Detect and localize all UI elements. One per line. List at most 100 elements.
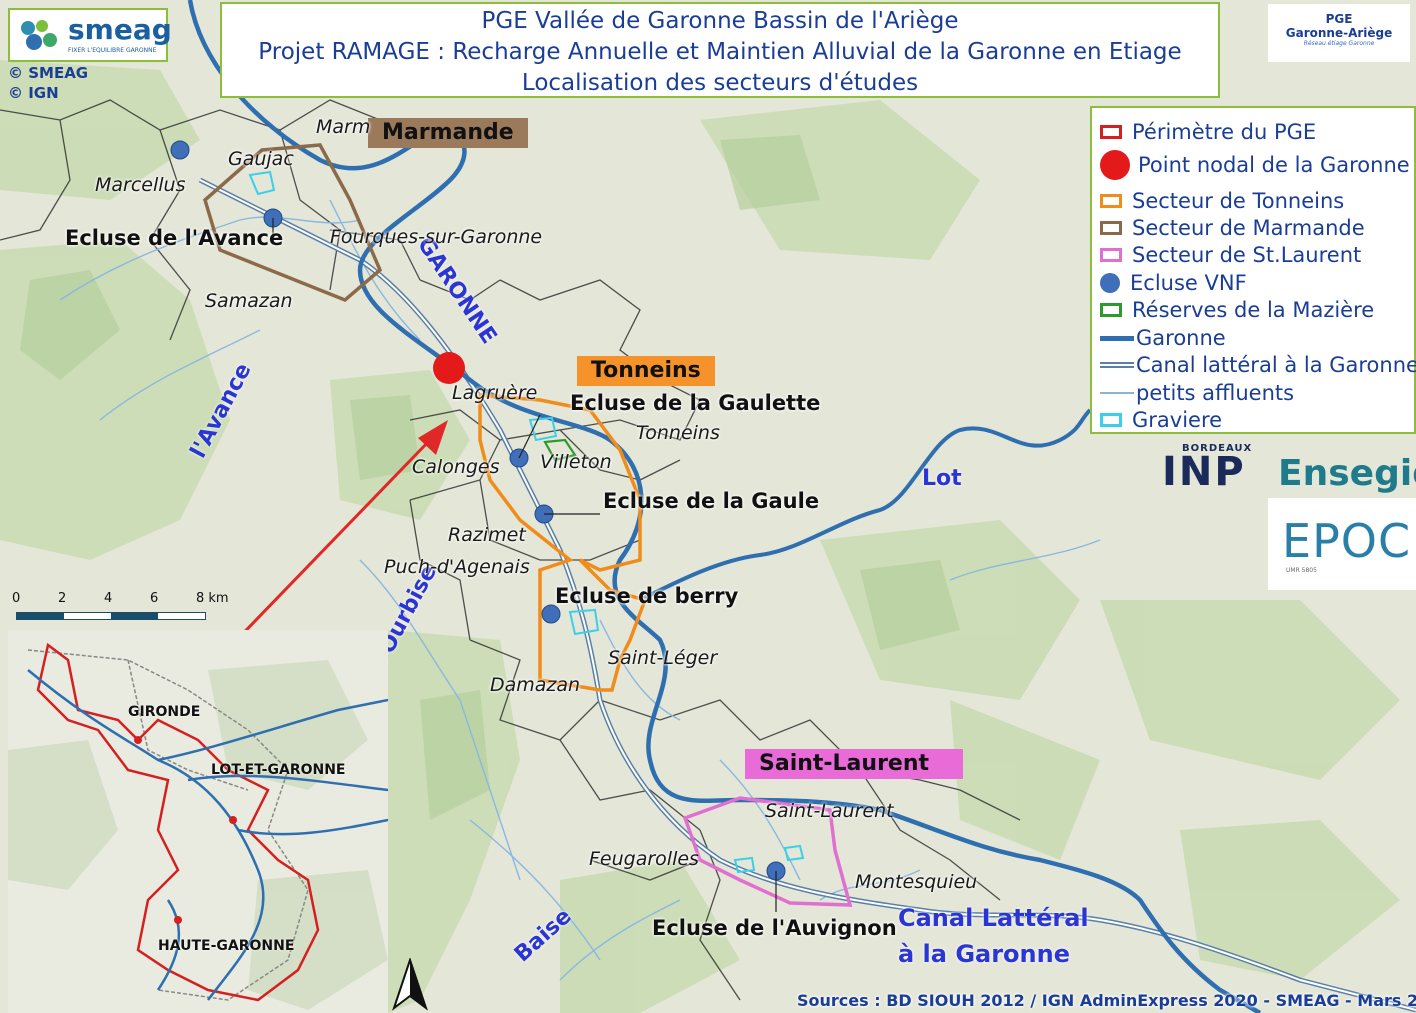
river-label-lot: Lot xyxy=(922,466,962,491)
town-label-lagruere: Lagruère xyxy=(452,382,538,404)
title-line-2: Projet RAMAGE : Recharge Annuelle et Mai… xyxy=(258,39,1182,65)
sector-badge-marmande: Marmande xyxy=(368,118,528,149)
smeag-logo: smeag FIXER L'EQUILIBRE GARONNE xyxy=(8,8,172,62)
title-line-1: PGE Vallée de Garonne Bassin de l'Ariège xyxy=(481,8,959,34)
legend-item: Canal lattéral à la Garonne xyxy=(1100,352,1416,378)
smeag-leaf-icon xyxy=(21,20,57,50)
legend-symbol-icon xyxy=(1100,150,1130,180)
pge-garonne-ariege-logo: PGE Garonne-Ariège Réseau étiage Garonne xyxy=(1268,4,1410,62)
town-label-marm: Marm xyxy=(316,116,371,138)
scale-tick-8km: 8 km xyxy=(196,591,229,606)
scale-tick-4: 4 xyxy=(104,591,113,606)
lock-label-gaulette: Ecluse de la Gaulette xyxy=(570,391,821,415)
scale-tick-6: 6 xyxy=(150,591,159,606)
legend-symbol-icon xyxy=(1100,413,1122,427)
credit-ign: © IGN xyxy=(8,84,59,102)
scale-bar: 0 2 4 6 8 km xyxy=(12,590,229,630)
legend-item-label: Ecluse VNF xyxy=(1130,271,1247,295)
town-label-montesquieu: Montesquieu xyxy=(855,871,978,893)
inp-logo-small-text: BORDEAUX xyxy=(1182,443,1253,454)
point-nodal-dot xyxy=(433,352,465,384)
credit-smeag: © SMEAG xyxy=(8,64,89,82)
town-label-villeton: Villeton xyxy=(540,451,612,473)
legend-symbol-icon xyxy=(1100,194,1122,208)
legend-item-label: Point nodal de la Garonne xyxy=(1138,153,1410,177)
sources-footer: Sources : BD SIOUH 2012 / IGN AdminExpre… xyxy=(797,991,1416,1010)
legend-item: Ecluse VNF xyxy=(1100,270,1247,296)
town-label-razimet: Razimet xyxy=(448,524,526,546)
pge-logo-line-2: Garonne-Ariège xyxy=(1285,26,1393,40)
legend-item: Secteur de Marmande xyxy=(1100,215,1365,241)
inset-pge-perimeter xyxy=(36,642,320,1002)
legend-item-label: Graviere xyxy=(1132,408,1223,432)
legend-symbol-icon xyxy=(1100,392,1134,394)
legend-symbol-icon xyxy=(1100,303,1122,317)
saint-laurent-sector-outline xyxy=(682,796,853,907)
legend-item-label: Réserves de la Mazière xyxy=(1132,298,1375,322)
legend-item-label: Secteur de St.Laurent xyxy=(1132,243,1362,267)
town-label-saint-laurent: Saint-Laurent xyxy=(765,800,894,822)
smeag-logo-text: smeag xyxy=(68,13,172,46)
legend-item-label: Secteur de Tonneins xyxy=(1132,189,1345,213)
inset-label-lot-et-garonne: LOT-ET-GARONNE xyxy=(211,762,346,778)
town-label-saint-leger: Saint-Léger xyxy=(608,647,718,669)
ecluse-berry-dot xyxy=(541,604,561,624)
town-label-calonges: Calonges xyxy=(412,456,500,478)
legend-item: Graviere xyxy=(1100,407,1222,433)
legend-symbol-icon xyxy=(1100,248,1122,262)
town-label-tonneins: Tonneins xyxy=(636,422,720,444)
legend-item: Périmètre du PGE xyxy=(1100,119,1316,145)
town-label-fourques: Fourques-sur-Garonne xyxy=(330,226,543,248)
legend-item-label: Garonne xyxy=(1136,326,1226,350)
sector-badge-saint-laurent: Saint-Laurent xyxy=(745,749,963,780)
inset-map: GIRONDE LOT-ET-GARONNE HAUTE-GARONNE xyxy=(8,630,388,1013)
epoc-logo-text: EPOC xyxy=(1282,514,1412,568)
pge-logo-line-1: PGE xyxy=(1325,12,1353,26)
smeag-logo-tagline: FIXER L'EQUILIBRE GARONNE xyxy=(68,47,157,54)
tonneins-sector-outline xyxy=(478,393,648,692)
legend-item: Secteur de Tonneins xyxy=(1100,188,1344,214)
legend-item-label: Canal lattéral à la Garonne xyxy=(1136,353,1416,377)
sector-badge-tonneins: Tonneins xyxy=(577,356,715,387)
town-label-puch: Puch-d'Agenais xyxy=(384,556,530,578)
legend-symbol-icon xyxy=(1100,273,1120,293)
ensegid-logo-text: Ensegid xyxy=(1278,453,1416,494)
scale-tick-2: 2 xyxy=(58,591,67,606)
legend-item-label: Secteur de Marmande xyxy=(1132,216,1365,240)
lock-label-gaule: Ecluse de la Gaule xyxy=(603,489,820,513)
legend-symbol-icon xyxy=(1100,335,1134,341)
river-label-canal-1: Canal Lattéral xyxy=(898,904,1089,932)
legend-item-label: petits affluents xyxy=(1136,381,1295,405)
lock-label-auvignon: Ecluse de l'Auvignon xyxy=(652,916,897,940)
legend-symbol-icon xyxy=(1100,221,1122,235)
town-label-marcellus: Marcellus xyxy=(95,174,186,196)
marmande-sector-outline xyxy=(203,143,383,303)
map-title-box: PGE Vallée de Garonne Bassin de l'Ariège… xyxy=(220,2,1220,98)
town-label-damazan: Damazan xyxy=(490,674,581,696)
epoc-logo: EPOC UMR 5805 xyxy=(1268,498,1416,590)
inp-logo-text: INP xyxy=(1162,449,1246,495)
lock-label-berry: Ecluse de berry xyxy=(555,584,739,608)
ecluse-marmande-dot xyxy=(170,140,190,160)
scale-tick-0: 0 xyxy=(12,591,21,606)
lock-label-avance: Ecluse de l'Avance xyxy=(65,226,284,250)
legend-item: Réserves de la Mazière xyxy=(1100,297,1374,323)
inset-map-graphic xyxy=(8,630,388,1013)
legend-item: Garonne xyxy=(1100,325,1226,351)
town-label-gaujac: Gaujac xyxy=(228,148,294,170)
legend-item-label: Périmètre du PGE xyxy=(1132,120,1317,144)
epoc-logo-subtext: UMR 5805 xyxy=(1286,567,1317,574)
legend-item: Point nodal de la Garonne xyxy=(1100,150,1410,180)
legend-item: petits affluents xyxy=(1100,380,1294,406)
inp-ensegid-logo: BORDEAUX INP Ensegid xyxy=(1162,444,1416,494)
legend-symbol-icon xyxy=(1100,362,1134,368)
town-label-feugarolles: Feugarolles xyxy=(589,848,699,870)
title-line-3: Localisation des secteurs d'études xyxy=(521,70,919,96)
pge-logo-line-3: Réseau étiage Garonne xyxy=(1303,40,1375,47)
legend-symbol-icon xyxy=(1100,125,1122,139)
river-label-canal-2: à la Garonne xyxy=(898,940,1070,968)
inset-label-haute-garonne: HAUTE-GARONNE xyxy=(158,938,295,954)
town-label-samazan: Samazan xyxy=(205,290,293,312)
legend-item: Secteur de St.Laurent xyxy=(1100,242,1361,268)
inset-label-gironde: GIRONDE xyxy=(128,704,201,720)
